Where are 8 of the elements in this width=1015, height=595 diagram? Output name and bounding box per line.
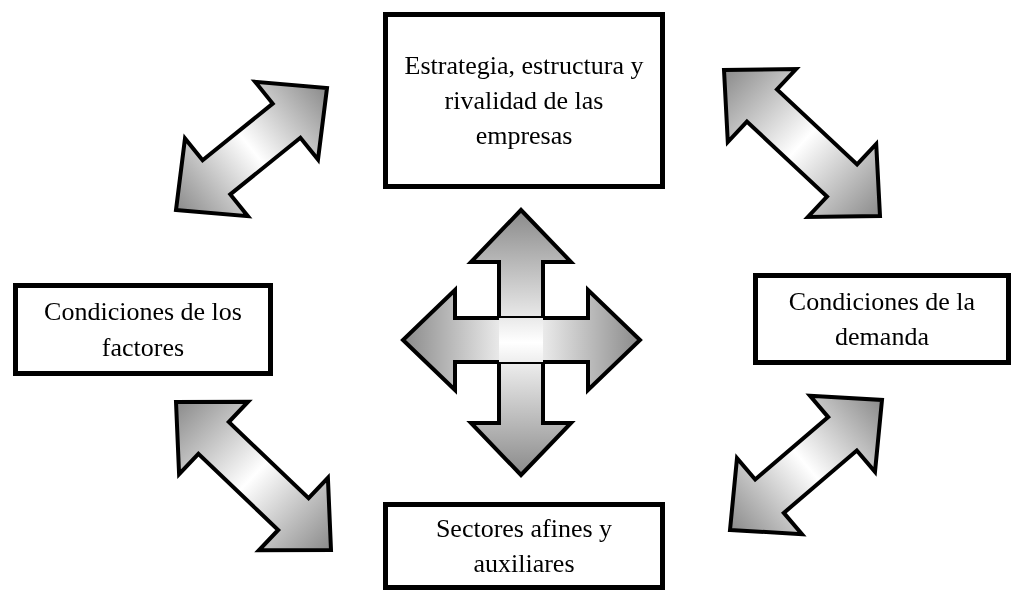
double-arrow (173, 79, 330, 219)
double-arrow (721, 66, 883, 220)
text-box: Condiciones de la demanda (753, 273, 1011, 365)
text-box: Estrategia, estructura y rivalidad de las empresas (383, 12, 665, 189)
double-arrow (173, 399, 334, 553)
double-arrow (727, 393, 885, 537)
text-box: Condiciones de los factores (13, 283, 273, 376)
text-box: Sectores afines y auxiliares (383, 502, 665, 590)
